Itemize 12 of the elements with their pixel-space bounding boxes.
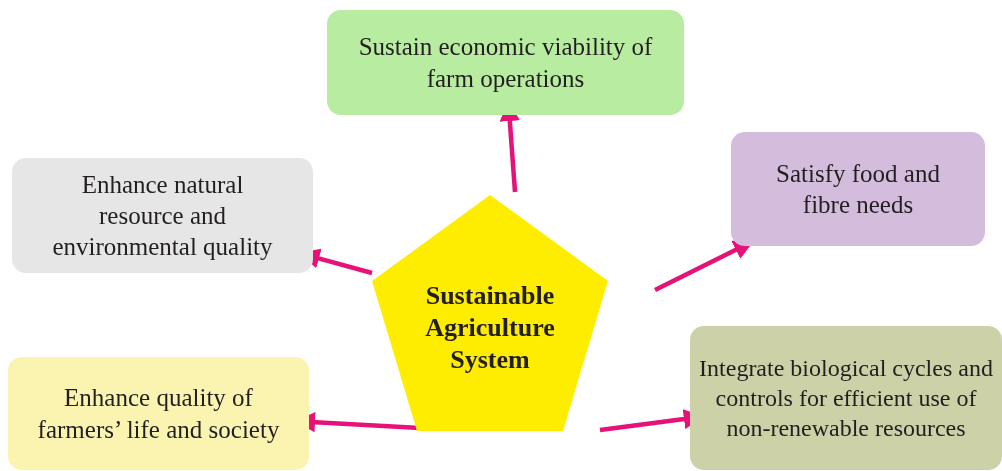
goal-box [8,357,309,470]
box-text: Enhance natural resource and environmental quality [51,169,274,263]
goal-box [690,326,1002,470]
goal-box [12,158,313,273]
pentagon-shape [372,195,608,431]
box-text: Integrate biological cycles and controls for efficient use of non-renewable resources [698,354,994,443]
box-text: Sustain economic viability of farm operations [357,32,654,94]
node-label: Sustainable Agriculture System [424,280,556,376]
goal-box [327,10,684,115]
box-text: Enhance quality of farmers’ life and society [36,383,281,445]
goal-box [731,132,985,246]
box-text: Satisfy food and fibre needs [775,158,941,220]
